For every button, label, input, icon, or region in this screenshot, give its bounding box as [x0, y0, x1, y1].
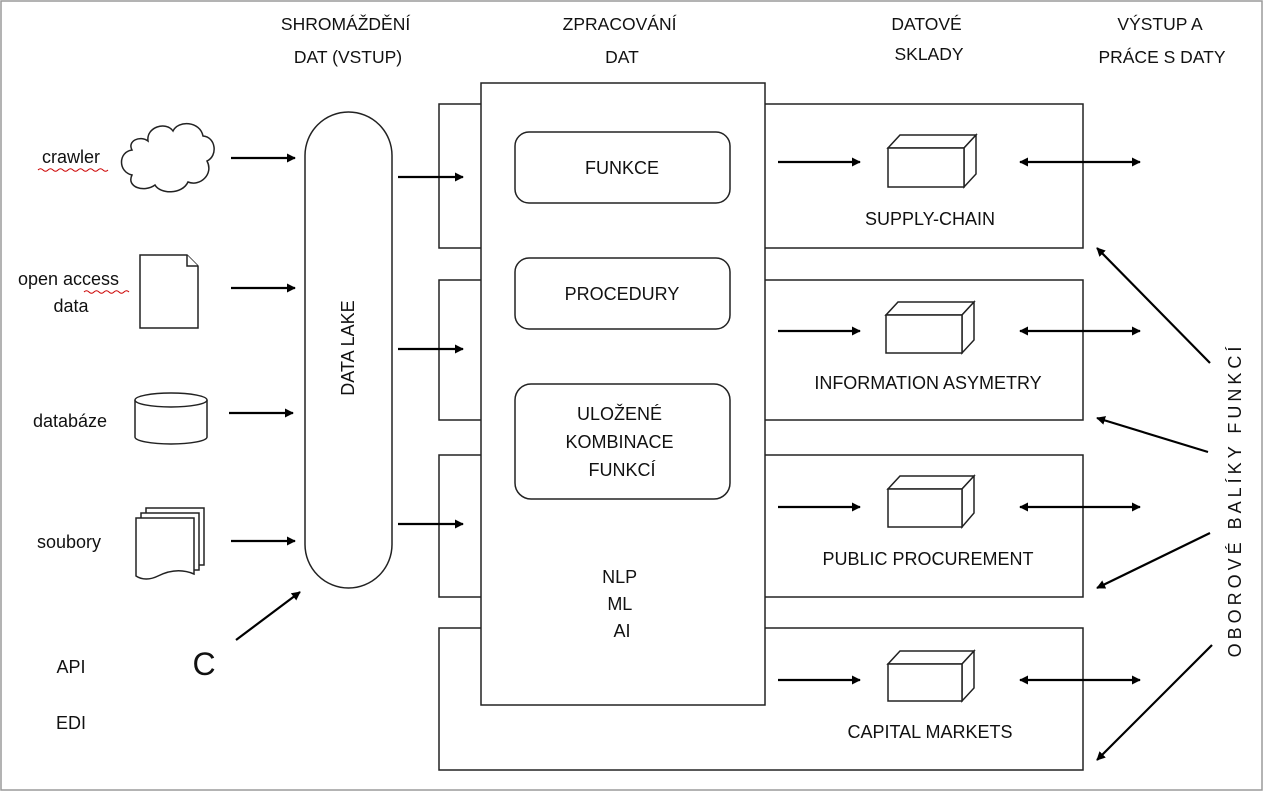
arrow-package-to-public-procurement [1096, 532, 1211, 589]
warehouse-capital-markets: CAPITAL MARKETS [778, 649, 1141, 742]
source-crawler: crawler [42, 147, 100, 167]
source-c: C [192, 646, 215, 682]
spellcheck-underline [37, 168, 109, 172]
warehouse-label: SUPPLY-CHAIN [865, 209, 995, 229]
header-output: VÝSTUP A PRÁCE S DATY [1098, 14, 1225, 67]
procedures-box [514, 257, 731, 330]
document-icon [139, 254, 199, 329]
database-icon [134, 392, 208, 445]
cube-icon-top [884, 301, 976, 316]
spellcheck-underline [83, 290, 130, 294]
warehouse-label: PUBLIC PROCUREMENT [822, 549, 1033, 569]
document-fold [186, 255, 198, 267]
cube-icon [887, 663, 963, 702]
header-input: SHROMÁŽDĚNÍ DAT (VSTUP) [281, 14, 415, 67]
cloud-icon [120, 123, 215, 193]
arrow-package-to-information-asymetry [1096, 416, 1209, 454]
cube-icon [887, 147, 965, 188]
cube-icon-top [886, 650, 976, 665]
warehouse-label: CAPITAL MARKETS [847, 722, 1012, 742]
source-api: API [56, 657, 85, 677]
saved-combinations-box [514, 383, 731, 500]
data-lake [304, 111, 393, 589]
data-lake-label: DATA LAKE [338, 300, 358, 395]
source-files: soubory [37, 532, 101, 552]
warehouse-public-procurement: PUBLIC PROCUREMENT [778, 474, 1141, 569]
side-label-industry-packages: OBOROVÉ BALÍKY FUNKCÍ [1225, 343, 1245, 658]
arrow-package-to-capital-markets [1096, 644, 1213, 761]
cube-icon-top [886, 475, 976, 490]
cube-icon [885, 314, 963, 354]
tech-label: NLP ML AI [602, 567, 642, 641]
arrow-package-to-supply-chain [1096, 247, 1211, 364]
source-edi: EDI [56, 713, 86, 733]
procedures-label: PROCEDURY [565, 284, 680, 304]
header-processing: ZPRACOVÁNÍ DAT [563, 14, 682, 67]
source-open-access: open access data [18, 269, 124, 316]
header-storage: DATOVÉ SKLADY [891, 14, 966, 64]
warehouse-supply-chain: SUPPLY-CHAIN [778, 133, 1141, 229]
cube-icon-top [886, 134, 978, 149]
functions-box [514, 131, 731, 204]
files-icon [135, 507, 205, 580]
source-database: databáze [33, 411, 107, 431]
functions-label: FUNKCE [585, 158, 659, 178]
warehouse-information-asymetry: INFORMATION ASYMETRY [778, 300, 1141, 393]
cube-icon [887, 488, 963, 528]
warehouse-label: INFORMATION ASYMETRY [814, 373, 1041, 393]
saved-combinations-label: ULOŽENÉ KOMBINACE FUNKCÍ [565, 404, 678, 480]
arrow-c-to-lake [235, 591, 301, 641]
